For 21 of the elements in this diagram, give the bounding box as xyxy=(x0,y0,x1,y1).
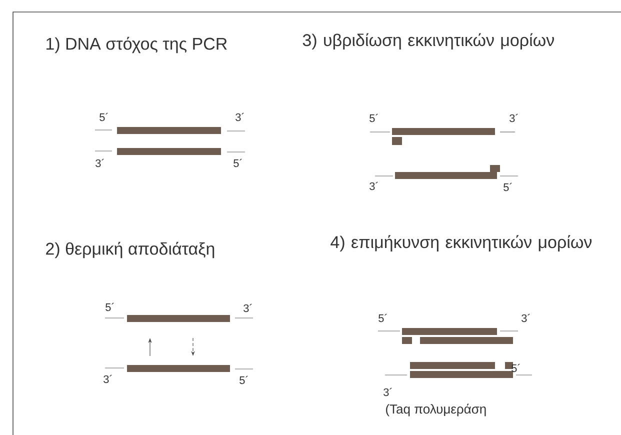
step-heading: 1) DNA στόχος της PCR xyxy=(46,36,227,54)
strand-end-label: 3´ xyxy=(104,374,112,384)
strand-end-label: 5´ xyxy=(106,302,114,312)
strand-end-label: 5´ xyxy=(504,182,512,192)
strand-end-label: 3´ xyxy=(522,314,530,322)
strand-end-label: 5´ xyxy=(234,158,242,168)
strand-end-label: 3´ xyxy=(236,112,244,122)
strand-end-label: 5´ xyxy=(512,364,520,372)
strand-end-label: 5´ xyxy=(100,112,108,122)
enzyme-label: (Taq πολυμεράση xyxy=(386,404,486,416)
strand-end-label: 3´ xyxy=(96,158,104,168)
strand-end-label: 5´ xyxy=(370,114,378,122)
step-heading: 3) υβριδίωση εκκινητικών μορίων xyxy=(302,33,554,50)
strand-end-label: 5´ xyxy=(378,314,387,322)
strand-end-label: 3´ xyxy=(370,182,378,190)
step-heading: 4) επιμήκυνση εκκινητικών μορίων xyxy=(330,235,592,252)
strand-end-label: 3´ xyxy=(384,388,392,396)
strand-end-label: 3´ xyxy=(510,114,518,122)
strand-end-label: 3´ xyxy=(244,304,252,312)
strand-end-label: 5´ xyxy=(240,376,248,384)
step-heading: 2) θερμική αποδιάταξη xyxy=(46,242,214,258)
